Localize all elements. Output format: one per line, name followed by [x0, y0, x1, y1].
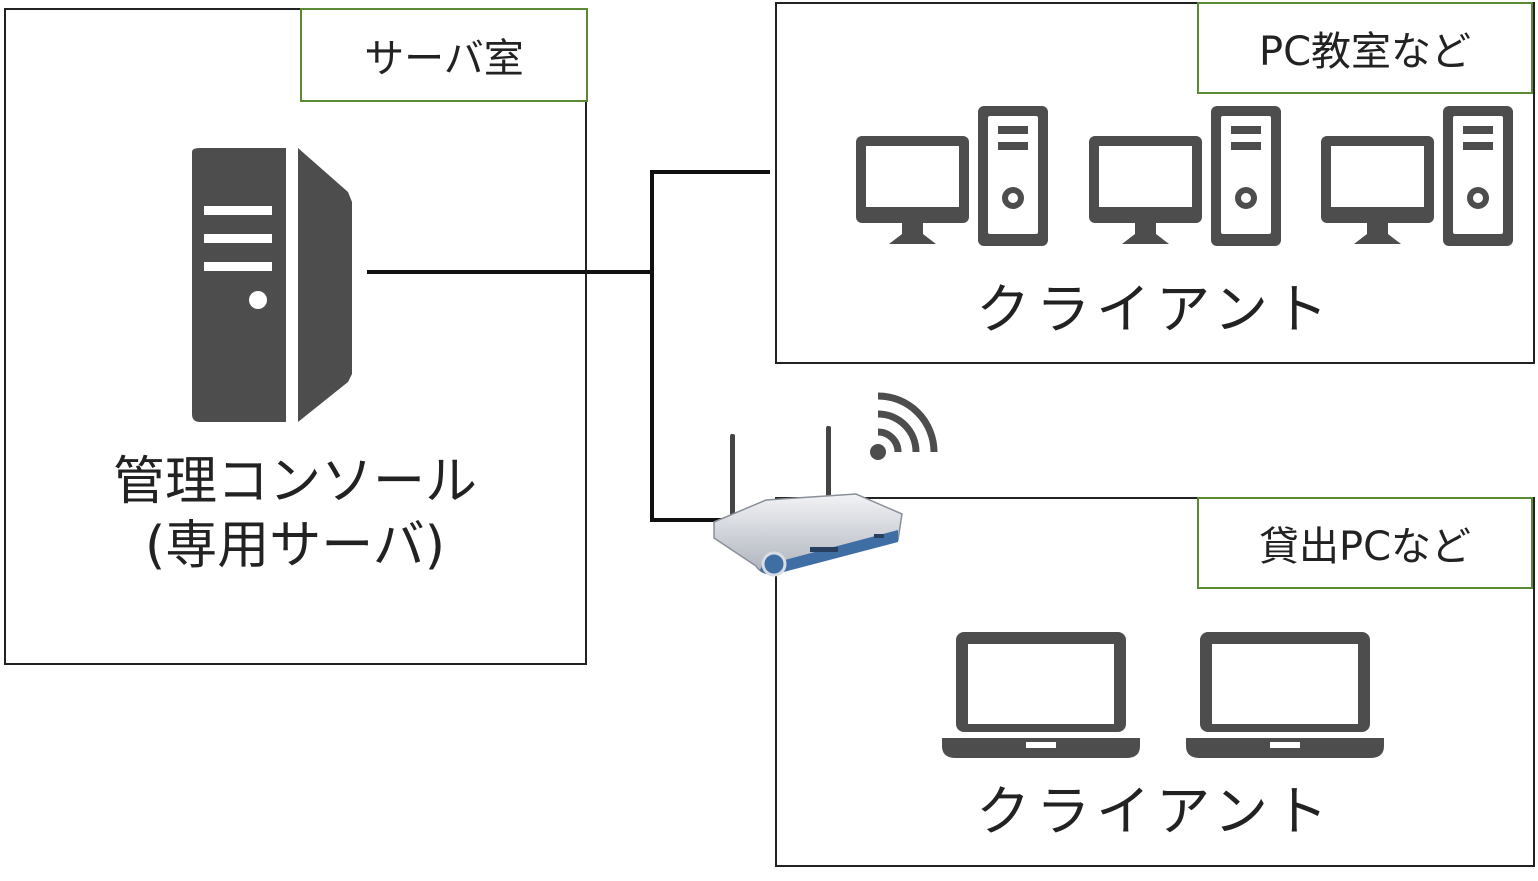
wifi-router-icon [713, 426, 903, 577]
loan-pc-caption: クライアント [976, 780, 1334, 843]
laptop-icon [1186, 632, 1384, 758]
desktop-pc-icon [1089, 106, 1281, 246]
laptop-icon [942, 632, 1140, 758]
pc-room-label: PC教室など [1197, 2, 1533, 94]
server-room-box [4, 8, 587, 665]
loan-pc-label-text: 貸出PCなど [1258, 524, 1472, 570]
wifi-signal-icon [870, 392, 938, 460]
desktop-pc-icon [1321, 106, 1513, 246]
server-tower-icon [192, 148, 352, 422]
pc-room-caption: クライアント [976, 278, 1334, 341]
console-caption-line2: (専用サーバ) [144, 516, 446, 576]
server-room-label-text: サーバ室 [364, 36, 524, 82]
console-caption: 管理コンソール (専用サーバ) [60, 450, 530, 578]
console-caption-line1: 管理コンソール [112, 452, 477, 512]
server-room-label: サーバ室 [300, 8, 588, 102]
loan-pc-label: 貸出PCなど [1197, 497, 1533, 589]
pc-room-label-text: PC教室など [1258, 29, 1472, 75]
desktop-pc-icon [856, 106, 1048, 246]
